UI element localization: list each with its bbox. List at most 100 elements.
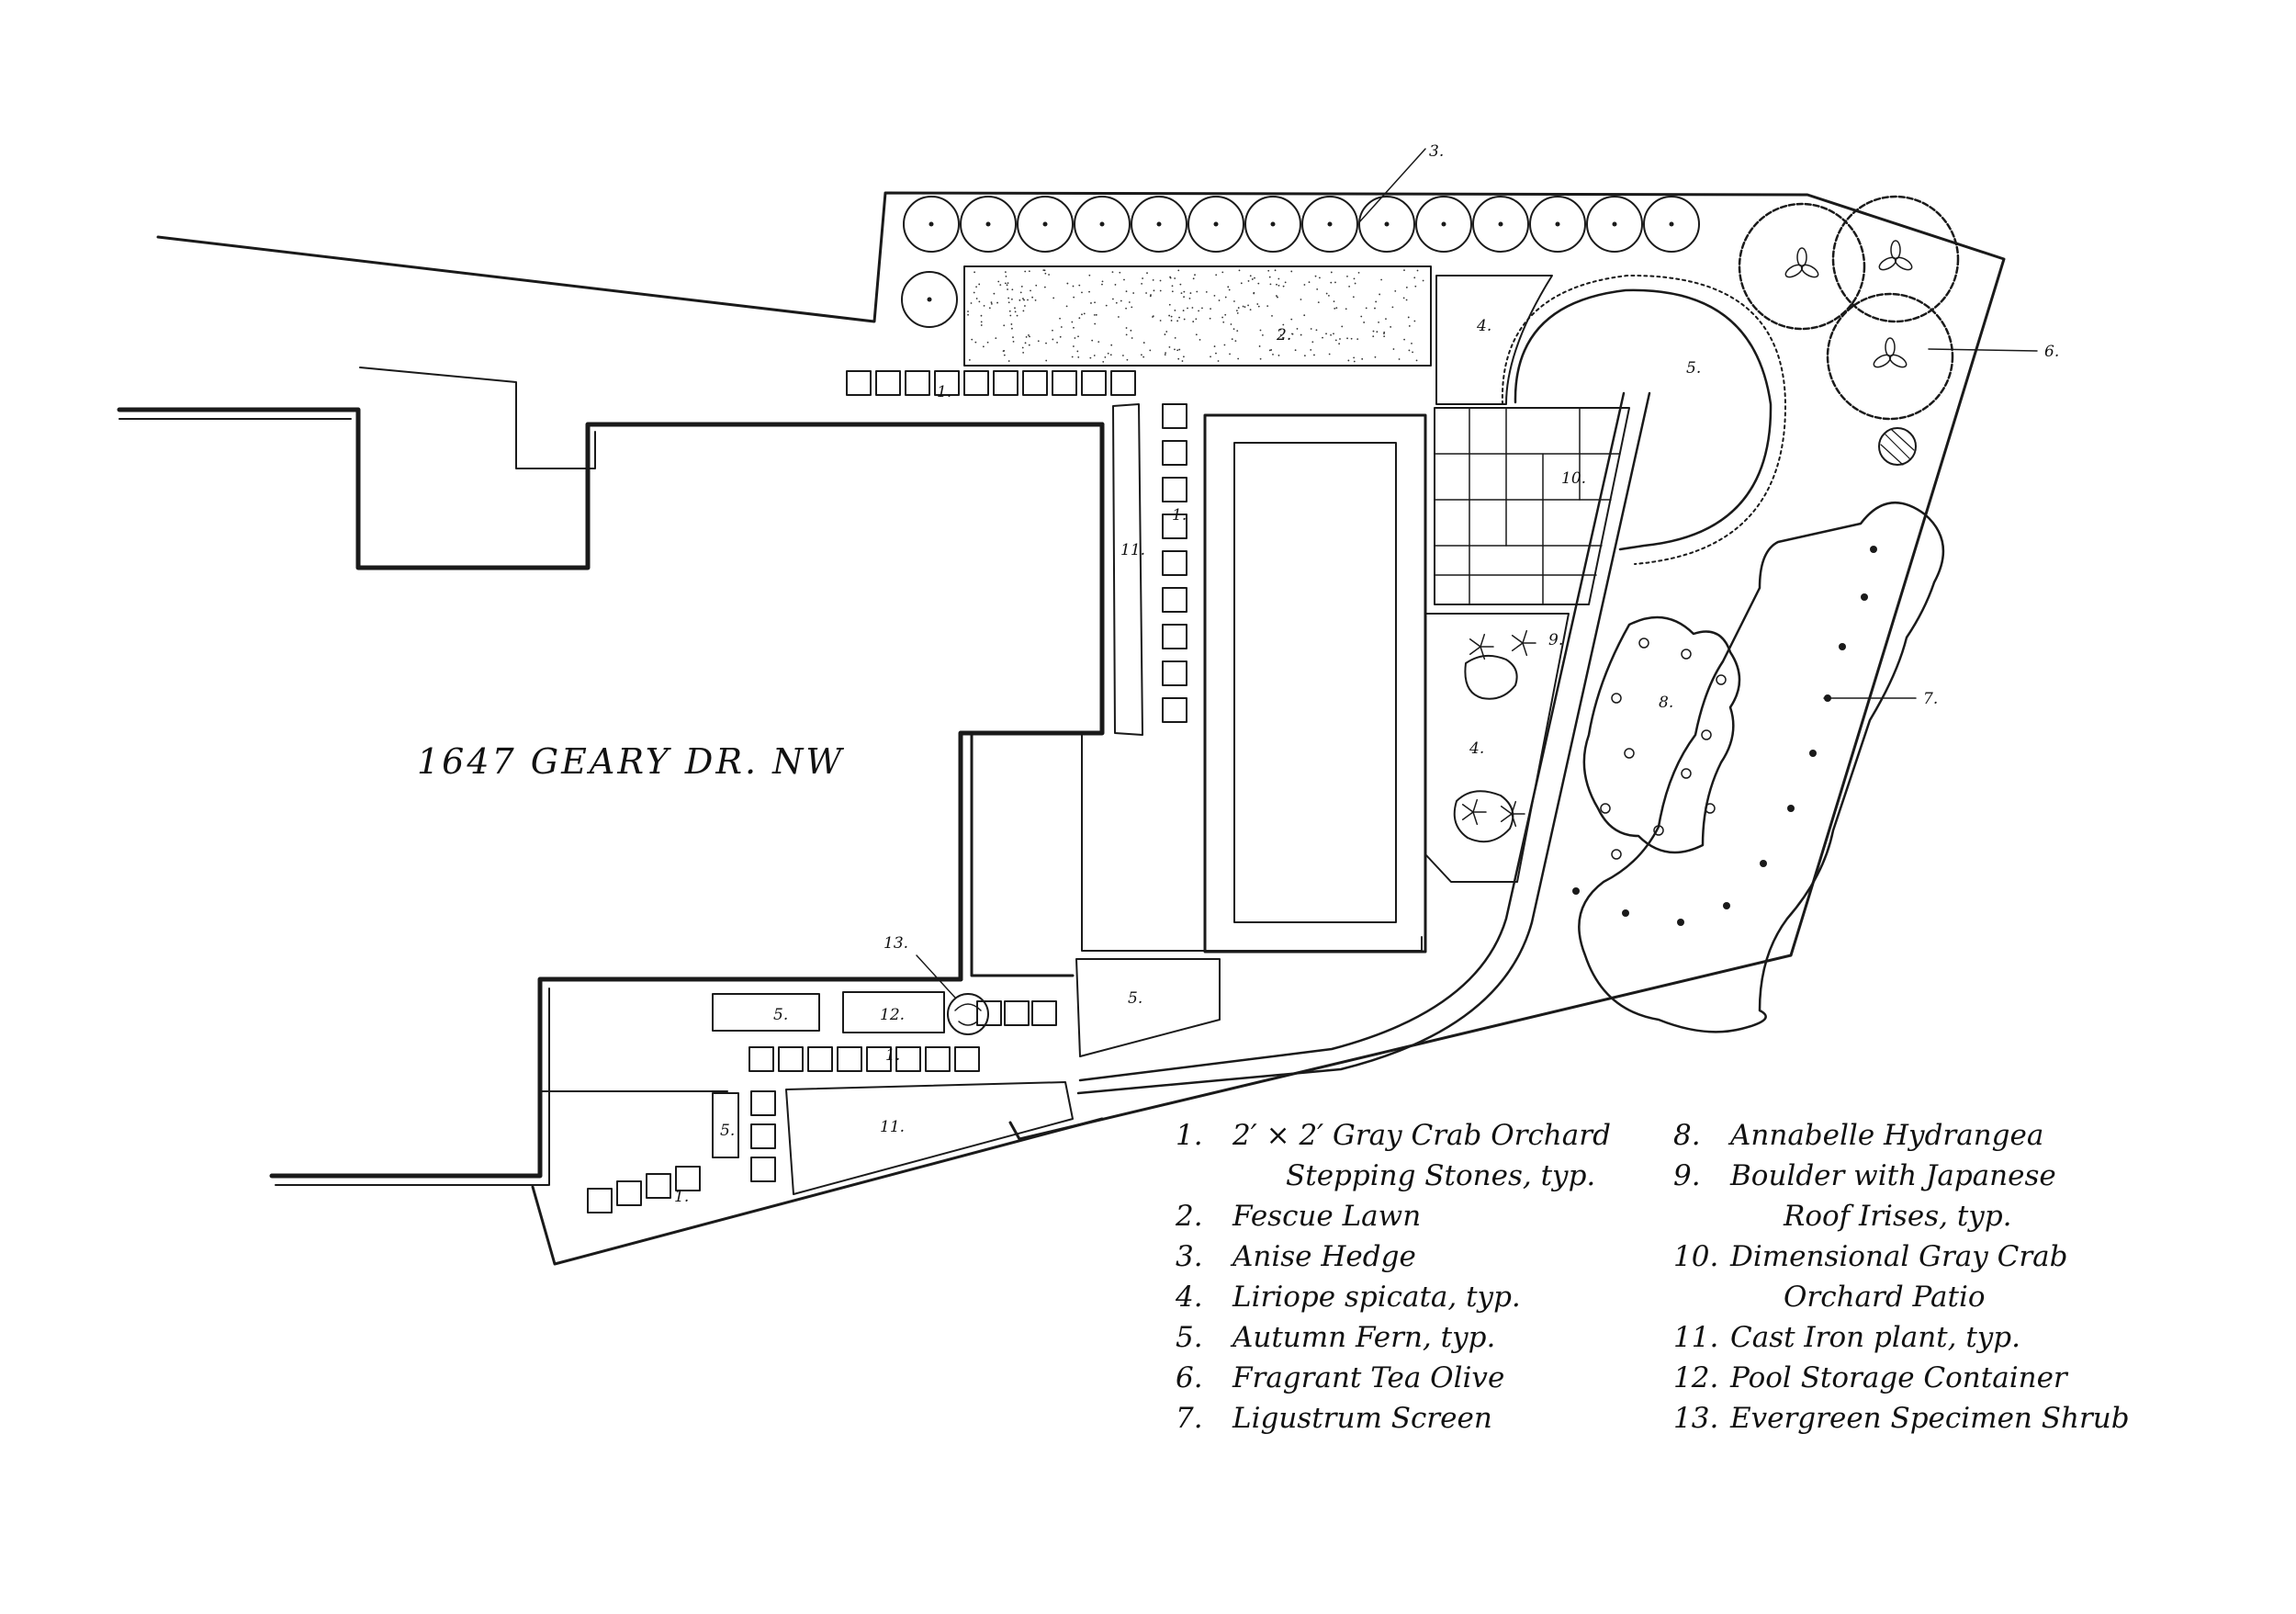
iris-leaf xyxy=(1469,638,1481,648)
tea-olive-leaf xyxy=(1878,256,1897,271)
iris-leaf xyxy=(1522,629,1528,644)
hydrangea-plant xyxy=(1701,729,1712,740)
ligustrum-plant xyxy=(1723,902,1730,909)
curved-edging xyxy=(1076,391,1651,1095)
legend-item-text: Pool Storage Container xyxy=(1729,1361,2069,1394)
stepping-stone xyxy=(1162,403,1187,429)
stepping-stone xyxy=(976,1000,1002,1026)
tea-olive-canopy xyxy=(1738,202,1866,331)
iris-leaf xyxy=(1522,642,1528,657)
iris-leaf xyxy=(1461,804,1474,813)
stepping-stone xyxy=(866,1046,892,1072)
hedge-shrub xyxy=(1301,196,1358,253)
hedge-shrub-center xyxy=(1555,221,1560,227)
legend-item-text: Evergreen Specimen Shrub xyxy=(1729,1402,2130,1435)
iris-leaf xyxy=(1511,800,1517,815)
hydrangea-plant xyxy=(1653,825,1664,836)
boulders-with-irises: 9. xyxy=(1453,629,1563,843)
hedge-shrub xyxy=(1415,196,1472,253)
stepping-stone xyxy=(1004,1000,1030,1026)
hedge-shrub-center xyxy=(985,221,991,227)
ligustrum-plant xyxy=(1861,593,1868,601)
ligustrum-plant xyxy=(1787,805,1795,812)
stepping-stone xyxy=(1162,624,1187,649)
ligustrum-plant xyxy=(1677,919,1684,926)
legend-item-text: Orchard Patio xyxy=(1784,1281,1986,1314)
tea-olive-leaf xyxy=(1784,264,1804,278)
hedge-shrub xyxy=(1244,196,1301,253)
iris-leaf xyxy=(1461,811,1474,820)
hedge-shrub xyxy=(1017,196,1074,253)
pool-storage-container: 12. xyxy=(842,991,945,1033)
fescue-lawn: 2. xyxy=(963,265,1432,367)
stepping-stone xyxy=(1081,370,1107,396)
tea-olive-leaf xyxy=(1888,354,1908,368)
iris-leaf xyxy=(1472,811,1479,826)
stepping-stone xyxy=(748,1046,774,1072)
legend-item-text: Ligustrum Screen xyxy=(1232,1402,1492,1435)
tea-olive-canopy xyxy=(1826,292,1954,421)
stepping-stone xyxy=(954,1046,980,1072)
lawn-label: 2. xyxy=(1276,326,1291,344)
house-outline xyxy=(117,191,2006,1266)
hedge-shrub xyxy=(1586,196,1643,253)
hedge-shrub xyxy=(903,196,960,253)
stepping-stone xyxy=(1110,370,1136,396)
ligustrum-plant xyxy=(1870,546,1877,553)
patio-label: 10. xyxy=(1561,469,1586,488)
hatched-shrub xyxy=(1878,427,1917,466)
ligustrum-plant xyxy=(1839,643,1846,650)
anise-hedge xyxy=(901,196,1700,328)
legend-number: 13. xyxy=(1673,1402,1718,1435)
iris-leaf xyxy=(1500,806,1513,815)
stepping-stone xyxy=(807,1046,833,1072)
hydrangea-plant xyxy=(1624,748,1635,759)
legend-item-text: Cast Iron plant, typ. xyxy=(1730,1321,2020,1354)
hedge-shrub xyxy=(1187,196,1244,253)
stepping-stone xyxy=(895,1046,921,1072)
tea-olive-leaf xyxy=(1800,264,1819,278)
liriope-beds: 4. 4. xyxy=(1424,275,1570,883)
stepping-stone xyxy=(587,1188,613,1213)
stepping-stone-label-side: 1. xyxy=(1172,506,1187,525)
stepping-stone xyxy=(1022,370,1048,396)
hydrangea-plant xyxy=(1638,638,1649,649)
tea-olive-callout: 6. xyxy=(2044,343,2059,361)
hedge-shrub xyxy=(960,196,1017,253)
legend-number: 4. xyxy=(1175,1281,1203,1314)
legend-item-text: Liriope spicata, typ. xyxy=(1232,1281,1521,1314)
hedge-shrub xyxy=(1074,196,1131,253)
stepping-stone xyxy=(1162,440,1187,466)
stepping-stone xyxy=(1031,1000,1057,1026)
stepping-stone xyxy=(750,1157,776,1182)
hedge-callout: 3. xyxy=(1429,142,1444,161)
stepping-stone xyxy=(750,1090,776,1116)
stepping-stone xyxy=(1162,697,1187,723)
tea-olive-leaf xyxy=(1890,240,1901,260)
stepping-stone xyxy=(993,370,1019,396)
fragrant-tea-olive-group xyxy=(1738,195,1960,421)
pool xyxy=(1203,413,1427,954)
hedge-shrub-center xyxy=(1270,221,1276,227)
legend-number: 1. xyxy=(1176,1119,1203,1152)
stepping-stone xyxy=(646,1173,671,1199)
stepping-stone xyxy=(934,370,960,396)
legend-item-text: Fescue Lawn xyxy=(1232,1200,1421,1233)
tea-olive-leaf xyxy=(1873,354,1892,368)
tea-olive-leaf xyxy=(1885,337,1896,357)
stepping-stone-label-top: 1. xyxy=(937,383,951,401)
hedge-shrub-center xyxy=(1099,221,1105,227)
hedge-shrub-center xyxy=(1156,221,1162,227)
liriope-label-lower: 4. xyxy=(1469,739,1484,758)
fern-label-circle: 5. xyxy=(1686,359,1701,378)
cast-iron-label-lower: 11. xyxy=(880,1118,905,1136)
tea-olive-canopy xyxy=(1831,195,1960,323)
hedge-shrub-center xyxy=(1498,221,1503,227)
stepping-stone xyxy=(778,1046,804,1072)
liriope-label-upper: 4. xyxy=(1476,317,1491,335)
legend-number: 3. xyxy=(1176,1240,1203,1273)
hedge-shrub xyxy=(1643,196,1700,253)
legend-number: 10. xyxy=(1673,1240,1718,1273)
tea-olive-leaf xyxy=(1894,256,1913,271)
ligustrum-plant xyxy=(1572,887,1580,895)
